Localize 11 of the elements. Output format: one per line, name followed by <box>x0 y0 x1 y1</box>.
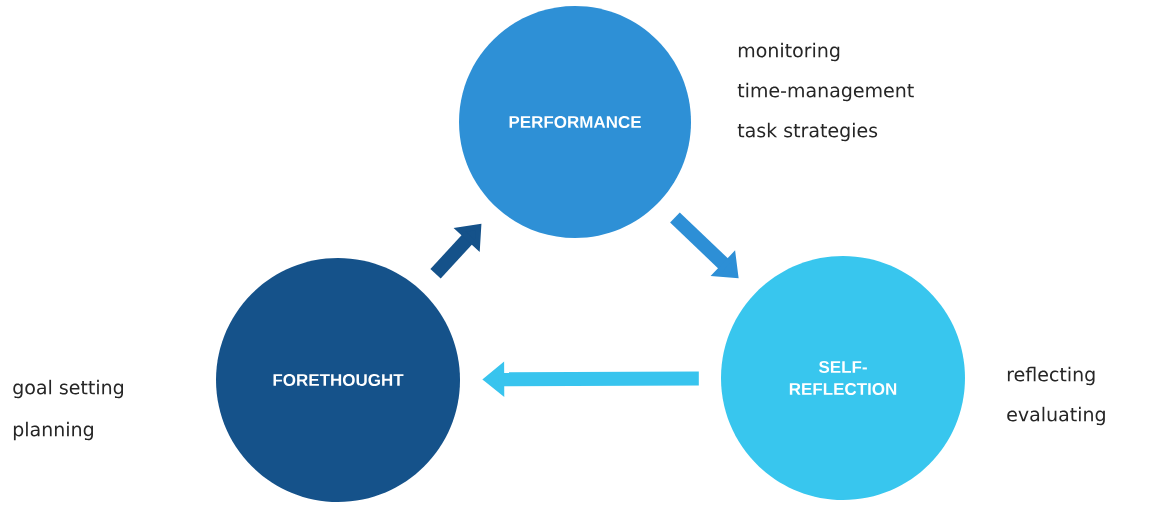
side-text: planning <box>13 421 93 441</box>
side-text: task strategies <box>737 122 878 142</box>
side-text: reflecting <box>1007 366 1095 386</box>
circle-node: SELF- REFLECTION <box>721 256 965 500</box>
block-arrow <box>670 212 739 279</box>
side-text: goal setting <box>13 379 123 399</box>
circle-node: FORETHOUGHT <box>216 258 460 502</box>
side-text: evaluating <box>1007 406 1105 426</box>
circle-node: PERFORMANCE <box>459 6 691 238</box>
side-text: monitoring <box>738 42 840 62</box>
side-text: time-management <box>737 82 914 102</box>
